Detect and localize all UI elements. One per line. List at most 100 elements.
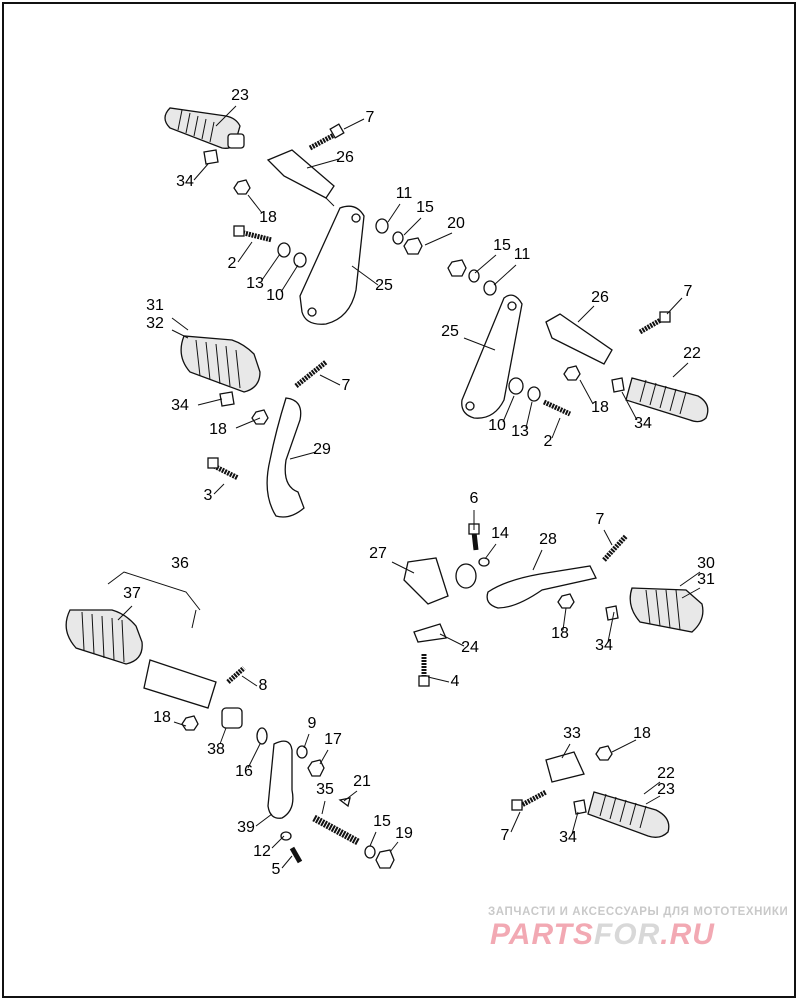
leader-line-c34b: [197, 398, 223, 406]
leader-line-c18f: [611, 739, 637, 753]
callout-c6: 6: [470, 490, 479, 507]
callout-c18f: 18: [633, 725, 651, 742]
leader-line-c10b: [502, 395, 515, 423]
plate-24: [413, 623, 447, 643]
nut-17: [307, 759, 325, 777]
bolt-2-right: [542, 399, 572, 417]
bolt-7-right: [638, 311, 671, 335]
callout-c21: 21: [353, 773, 371, 790]
bolt-8: [226, 666, 246, 684]
nut-20-b: [447, 259, 467, 277]
clip-34-left: [219, 391, 235, 407]
callout-c9: 9: [308, 715, 317, 732]
mount-26-top: [266, 149, 335, 207]
callout-c15a: 15: [416, 199, 434, 216]
watermark-logo-c: .RU: [660, 918, 715, 951]
clip-34-top: [203, 149, 219, 165]
callout-c11a: 11: [396, 185, 413, 202]
bracket-25-top: [299, 205, 365, 325]
washer-15-mid: [468, 269, 480, 283]
footpeg-31-left: [180, 335, 261, 393]
callout-c26b: 26: [591, 289, 609, 306]
callout-c5: 5: [272, 861, 281, 878]
callout-c16: 16: [235, 763, 253, 780]
leader-line-c35: [321, 800, 326, 815]
leader-line-c18a: [247, 194, 263, 214]
callout-c25a: 25: [375, 277, 393, 294]
leader-line-c18c: [579, 379, 594, 405]
bolt-7-shift: [602, 534, 628, 562]
callout-c11b: 11: [514, 246, 531, 263]
nut-18-top: [233, 179, 251, 195]
callout-c34c: 34: [634, 415, 652, 432]
leader-line-c32: [171, 329, 189, 339]
callout-c25b: 25: [441, 323, 459, 340]
callout-c34b: 34: [171, 397, 189, 414]
bolt-7-left: [294, 360, 328, 388]
leader-line-c7d: [603, 529, 613, 546]
callout-c29: 29: [313, 441, 331, 458]
washer-11-mid: [483, 280, 497, 296]
washer-10-top: [293, 252, 307, 268]
leader-line-c13a: [261, 253, 281, 281]
callout-c18a: 18: [259, 209, 277, 226]
callout-c15b: 15: [493, 237, 511, 254]
bracket-36: [107, 571, 201, 629]
leader-line-c11a: [387, 203, 401, 223]
callout-c7c: 7: [342, 377, 351, 394]
leader-line-c31a: [171, 317, 189, 331]
grip-37: [65, 609, 143, 665]
leader-line-c7a: [343, 118, 365, 130]
washer-10-right: [508, 377, 524, 395]
pin-21: [338, 797, 351, 808]
leader-line-c18e: [173, 721, 187, 727]
footpeg-22-lower: [587, 791, 670, 838]
callout-c28: 28: [539, 531, 557, 548]
callout-c39: 39: [237, 819, 255, 836]
leader-line-c14: [484, 543, 497, 560]
washer-12: [280, 831, 292, 841]
callout-c12: 12: [253, 843, 271, 860]
callout-c35: 35: [316, 781, 334, 798]
clip-34-shift: [605, 605, 619, 621]
callout-c23a: 23: [231, 87, 249, 104]
leader-line-c10a: [280, 264, 299, 293]
footpeg-23-top: [164, 107, 245, 149]
callout-c22a: 22: [683, 345, 701, 362]
watermark-logo-b: FOR: [593, 918, 661, 951]
clip-34-right: [611, 377, 625, 393]
leader-line-c34c: [621, 391, 638, 421]
callout-c13b: 13: [511, 423, 529, 440]
bolt-7-top: [308, 123, 345, 151]
mount-26-right: [545, 313, 613, 365]
callout-c14: 14: [491, 525, 509, 542]
leader-line-c7e: [510, 811, 521, 833]
nut-18-right: [563, 365, 581, 381]
leader-line-c39: [255, 813, 273, 827]
callout-c22b: 22: [657, 765, 675, 782]
footpeg-22-right: [625, 377, 709, 423]
washer-9: [296, 745, 308, 759]
leader-line-c27: [391, 561, 415, 574]
leader-line-c38: [219, 727, 227, 745]
tube-38-sleeve: [143, 659, 217, 709]
callout-c19: 19: [395, 825, 413, 842]
nut-18-left: [251, 409, 269, 425]
leader-line-c34e: [571, 811, 579, 835]
leader-line-c23b: [645, 795, 661, 805]
watermark-logo-a: PARTS: [490, 918, 594, 951]
spacer-38: [221, 707, 243, 729]
callout-c13a: 13: [246, 275, 264, 292]
leader-line-c25b: [463, 337, 496, 351]
leader-line-c2b: [551, 417, 561, 439]
washer-15-top: [392, 231, 404, 245]
callout-c18c: 18: [591, 399, 609, 416]
leader-line-c37: [117, 605, 133, 621]
leader-line-c3: [213, 483, 225, 495]
leader-line-c24: [439, 633, 465, 647]
callout-c20: 20: [447, 215, 465, 232]
leader-line-c18d: [562, 607, 567, 631]
callout-c23b: 23: [657, 781, 675, 798]
callout-c7e: 7: [501, 827, 510, 844]
